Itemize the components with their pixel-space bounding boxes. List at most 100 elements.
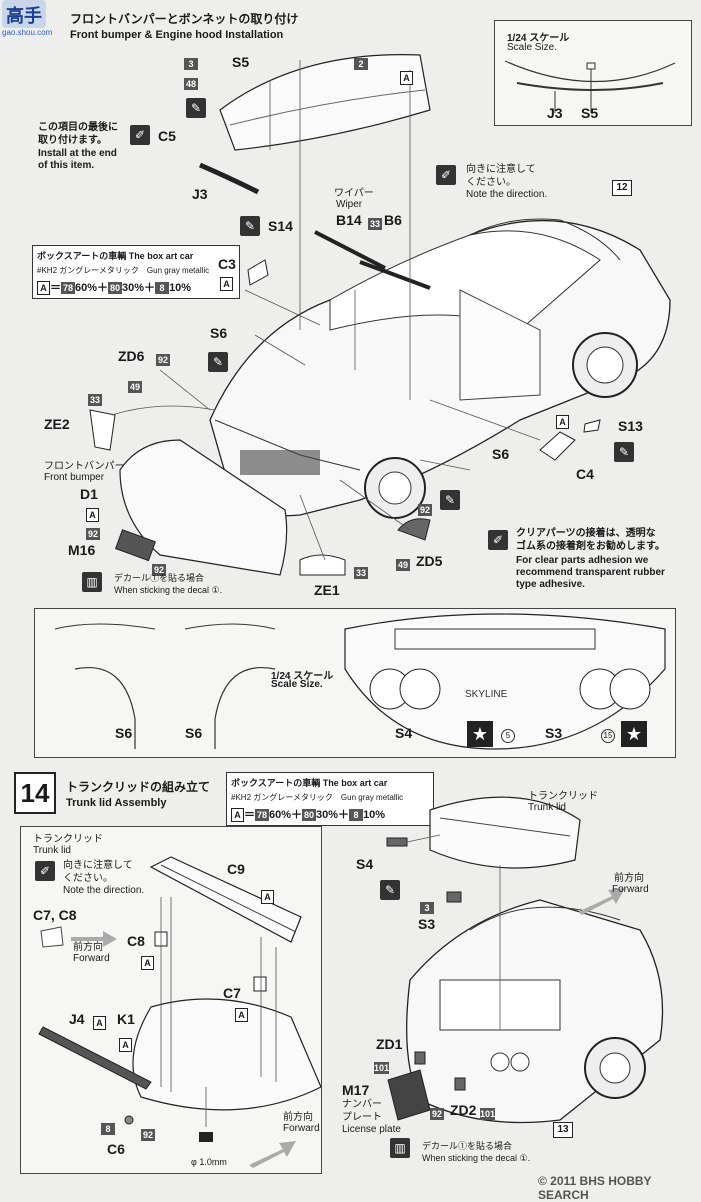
- clear-parts-icon: ✐: [488, 530, 508, 550]
- step-title-en: Front bumper & Engine hood Installation: [70, 29, 284, 41]
- paint-code-33c: 33: [354, 567, 368, 579]
- color-box-a-2: A: [220, 274, 233, 292]
- scale-label-j3: J3: [547, 105, 563, 121]
- label-c7: C7: [223, 985, 241, 1001]
- paint-code-3: 3: [184, 58, 198, 70]
- color-box-a-3: A: [86, 505, 99, 523]
- color-box-a-c9: A: [261, 887, 274, 905]
- decal-ref-5: 5: [501, 729, 515, 743]
- paint-code-92a: 92: [156, 354, 170, 366]
- mirror-c4: [539, 431, 576, 461]
- label-s6-top: S6: [210, 325, 228, 341]
- trunk-lid-k1: [132, 998, 321, 1111]
- glue-icon-s13: ✎: [614, 442, 634, 462]
- color-box-a-1: A: [400, 68, 413, 86]
- scale-subtitle: Scale Size.: [507, 42, 558, 53]
- label-s13: S13: [618, 418, 643, 434]
- label-zd2: ZD2: [450, 1102, 477, 1118]
- glue-icon: ✎: [186, 98, 206, 118]
- mid-label-s6b: S6: [185, 725, 203, 741]
- glue-icon-s6-side: ✎: [440, 490, 460, 510]
- label-b6: B6: [384, 212, 402, 228]
- paint-code-92b: 92: [86, 528, 100, 540]
- paint-color-2: #KH2 ガングレーメタリック Gun gray metallic: [231, 793, 404, 802]
- label-c3: C3: [218, 256, 236, 272]
- color-box-a-k1: A: [119, 1035, 132, 1053]
- paint-scheme-box-top: ボックスアートの車輌 The box art car #KH2 ガングレーメタリ…: [32, 245, 240, 299]
- paint-code-8: 8: [101, 1119, 115, 1137]
- decal-icon: ▥: [82, 572, 102, 592]
- wiper-label-en: Wiper: [336, 199, 363, 210]
- scale-label-s5: S5: [581, 105, 599, 121]
- star-icon-1: ★: [467, 721, 493, 747]
- trunk-label-en: Trunk lid: [33, 845, 71, 856]
- mirror-glass-s13: [583, 419, 601, 433]
- front-bumper-en: Front bumper: [44, 472, 105, 483]
- decal-ref-15: 15: [601, 729, 615, 743]
- paint-color: #KH2 ガングレーメタリック Gun gray metallic: [37, 266, 210, 275]
- wiper-left: [314, 230, 386, 270]
- front-bumper-part: [119, 439, 288, 576]
- ref-step-13: 13: [553, 1122, 573, 1138]
- paint-code-48: 48: [184, 78, 198, 90]
- fwd-right-en: Forward: [612, 884, 649, 895]
- label-c9: C9: [227, 861, 245, 877]
- label-j4: J4: [69, 1011, 85, 1027]
- label-m16: M16: [68, 542, 96, 558]
- logo-subtext: gao.shou.com: [2, 28, 53, 37]
- star-icon-2: ★: [621, 721, 647, 747]
- label-b14: B14: [336, 212, 362, 228]
- label-ze2: ZE2: [44, 416, 70, 432]
- rear-assembly-illustration: [386, 796, 664, 1124]
- zd5-lamp: [397, 518, 431, 541]
- paint-code-3-s3: 3: [420, 898, 434, 916]
- label-j3: J3: [192, 186, 208, 202]
- direction-icon-2: ✐: [35, 861, 55, 881]
- install-end-note-jp: この項目の最後に 取り付けます。: [38, 122, 118, 146]
- color-box-a-4: A: [556, 412, 569, 430]
- ze1-lens: [299, 554, 346, 576]
- ze2-lens: [89, 409, 116, 451]
- hood-strip-j3: [199, 162, 260, 195]
- label-c4: C4: [576, 466, 594, 482]
- paint-code-101a: 101: [374, 1062, 390, 1074]
- wiper-right: [359, 260, 431, 290]
- label-s4: S4: [356, 856, 374, 872]
- decal-note-en: When sticking the decal ①.: [114, 585, 223, 595]
- forward-arrow-right: [578, 888, 625, 915]
- forward-arrow-left: [71, 931, 117, 947]
- paint-code-49a: 49: [128, 381, 142, 393]
- label-c5: C5: [158, 128, 176, 144]
- trunk-lid-panel: トランクリッド Trunk lid ✐ 向きに注意して ください。 Note t…: [20, 826, 322, 1174]
- dir-note-en: Note the direction.: [63, 885, 145, 896]
- wiper-scale-drawing: [504, 60, 676, 113]
- fender-scale-drawing: SKYLINE: [54, 613, 666, 750]
- step14-title-en: Trunk lid Assembly: [66, 797, 167, 809]
- direction-icon: ✐: [436, 165, 456, 185]
- mid-label-s6a: S6: [115, 725, 133, 741]
- front-bumper-jp: フロントバンパー: [44, 461, 125, 472]
- part-s5-group: 3 48: [184, 54, 198, 92]
- mid-label-s3: S3: [545, 725, 563, 741]
- install-end-note-en: Install at the end of this item.: [38, 148, 117, 171]
- fwd-left-jp: 前方向: [73, 942, 103, 953]
- paint-title: ボックスアートの車輌 The box art car: [37, 251, 194, 261]
- plate-label-jp: ナンバー プレート: [342, 1099, 382, 1123]
- clear-parts-note-en: For clear parts adhesion we recommend tr…: [516, 555, 665, 590]
- color-box-a-c8: A: [141, 953, 154, 971]
- fwd-bottom-jp: 前方向: [283, 1112, 313, 1123]
- label-s6-side: S6: [492, 446, 510, 462]
- site-logo: 高手 gao.shou.com: [2, 0, 62, 44]
- scale-title: 1/24 スケール: [507, 33, 570, 44]
- step-14-title: トランクリッドの組み立て Trunk lid Assembly: [66, 778, 210, 809]
- drill-size: φ 1.0mm: [191, 1157, 227, 1167]
- paint-code-92c: 92: [152, 564, 166, 576]
- svg-text:SKYLINE: SKYLINE: [465, 689, 508, 700]
- label-s14: S14: [268, 218, 293, 234]
- paint-code-92-m17: 92: [430, 1108, 444, 1120]
- dir-note-jp: 向きに注意して ください。: [63, 860, 133, 884]
- paint-code-49b: 49: [396, 559, 410, 571]
- spoiler-illustration: [38, 856, 321, 1168]
